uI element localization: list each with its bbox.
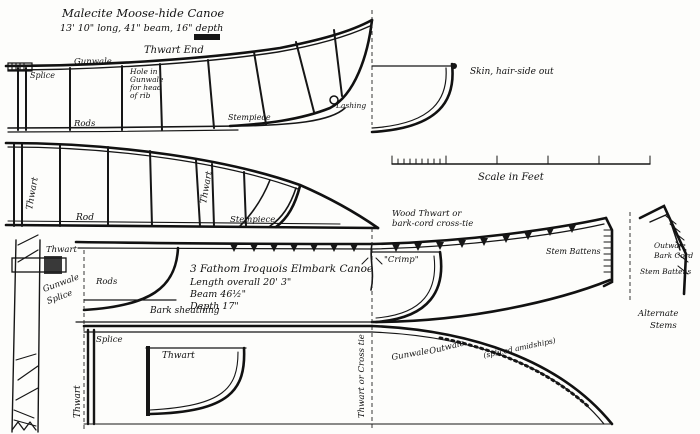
iroquois-plan-sheer (370, 324, 614, 426)
moose-thwart-end-label: Thwart End (144, 45, 204, 56)
alt-stem-1 (638, 204, 688, 296)
moose-gunwale-line (4, 18, 374, 68)
iroquois-length: Length overall 20' 3" (189, 277, 291, 288)
moose-dimensions: 13' 10" long, 41" beam, 16" depth (60, 23, 223, 34)
iroquois-section-hull (374, 250, 443, 324)
moose-hole-note-4: of rib (130, 91, 151, 100)
moose-rib-7 (253, 51, 267, 125)
moose-stempiece-label: Stempiece (228, 113, 271, 122)
moose-rib-8 (295, 41, 315, 113)
moose-plan-keel (4, 223, 380, 230)
scale-bar (391, 155, 651, 165)
moose-title: Malecite Moose-hide Canoe (61, 6, 224, 20)
moose-lashing-mark (329, 95, 339, 105)
moose-hole-note-1: Hole in (129, 67, 158, 76)
moose-splice-label: Splice (30, 71, 55, 80)
moose-plan-gunwale (4, 141, 380, 230)
moose-ribs (17, 29, 343, 131)
iroquois-stem (602, 216, 614, 288)
moose-rib-5 (159, 63, 163, 131)
alternate-stems-detail (629, 204, 689, 300)
iroquois-plan-view (82, 324, 614, 426)
moose-canoe-section (370, 62, 457, 134)
moose-plan-stempiece-label: Stempiece (230, 215, 275, 225)
iroquois-bottom (370, 278, 612, 324)
moose-hole-note-2: Gunwale (130, 75, 164, 84)
iroquois-outwale-hatch (438, 336, 592, 410)
iroquois-lashings (230, 225, 576, 252)
bottom-gunwale-label: Gunwale (391, 347, 430, 363)
wood-thwart-label-2: bark-cord cross-tie (392, 219, 473, 229)
moose-section-hull (370, 62, 454, 134)
moose-bottom-rods (7, 107, 346, 129)
moose-gunwale-label: Gunwale (74, 57, 112, 67)
bark-cord-label: Bark Cord (653, 251, 693, 260)
stem-battens-label: Stem Battens (546, 247, 601, 256)
iroquois-rods-curve (82, 246, 180, 312)
iroquois-rods-label: Rods (95, 277, 118, 287)
bottom-thwart-label: Thwart (162, 351, 195, 361)
moose-thwart-end-bar (194, 34, 220, 40)
moose-plan-thwart-left: Thwart (25, 176, 41, 210)
moose-plan-stempiece (274, 184, 302, 229)
alternate-stems-label-2: Stems (650, 321, 677, 331)
moose-plan-rod-label: Rod (75, 213, 94, 223)
moose-gunwale-inner (7, 25, 371, 71)
wood-thwart-label-1: Wood Thwart or (392, 209, 462, 219)
moose-lashing-label: Lashing (335, 101, 366, 110)
scale-label: Scale in Feet (478, 172, 545, 183)
outwale-label: Outwale (654, 241, 686, 250)
thwart-or-cross-tie-label: Thwart or Cross tie (357, 334, 367, 418)
bottom-thwart-vertical-label: Thwart (73, 385, 83, 418)
bottom-outwale-label: Outwale (428, 339, 465, 357)
bark-sheathing-label: Bark sheathing (149, 306, 220, 316)
moose-canoe-side-view (4, 18, 374, 133)
moose-stem-curve (228, 18, 374, 128)
crimp-label: "Crimp" (384, 255, 419, 265)
moose-rib-6 (207, 59, 215, 129)
moose-section-gunwale (451, 63, 457, 69)
stem-battens-far-label: Stem Battens (640, 267, 691, 276)
alternate-stems-label-1: Alternate (637, 309, 678, 319)
moose-skin-label: Skin, hair-side out (470, 67, 554, 77)
gunwale-splice-detail (11, 234, 67, 433)
detail-thwart-label: Thwart (46, 245, 78, 255)
moose-bottom-rods-2 (7, 129, 239, 133)
labels: Malecite Moose-hide Canoe 13' 10" long, … (25, 6, 693, 418)
iroquois-small-section (148, 346, 246, 416)
moose-hole-note-3: for head (129, 83, 162, 92)
iroquois-title: 3 Fathom Iroquois Elmbark Canoe (190, 263, 373, 275)
iroquois-stem-battens (603, 229, 613, 273)
moose-canoe-plan-view (4, 141, 380, 230)
moose-rib-9 (333, 29, 343, 97)
bottom-splice-label: Splice (96, 335, 123, 345)
iroquois-depth: Depth 17" (189, 301, 239, 312)
splice-thwart-bar (11, 257, 67, 273)
iroquois-beam: Beam 46½" (189, 289, 246, 300)
moose-rods-label: Rods (73, 119, 96, 129)
